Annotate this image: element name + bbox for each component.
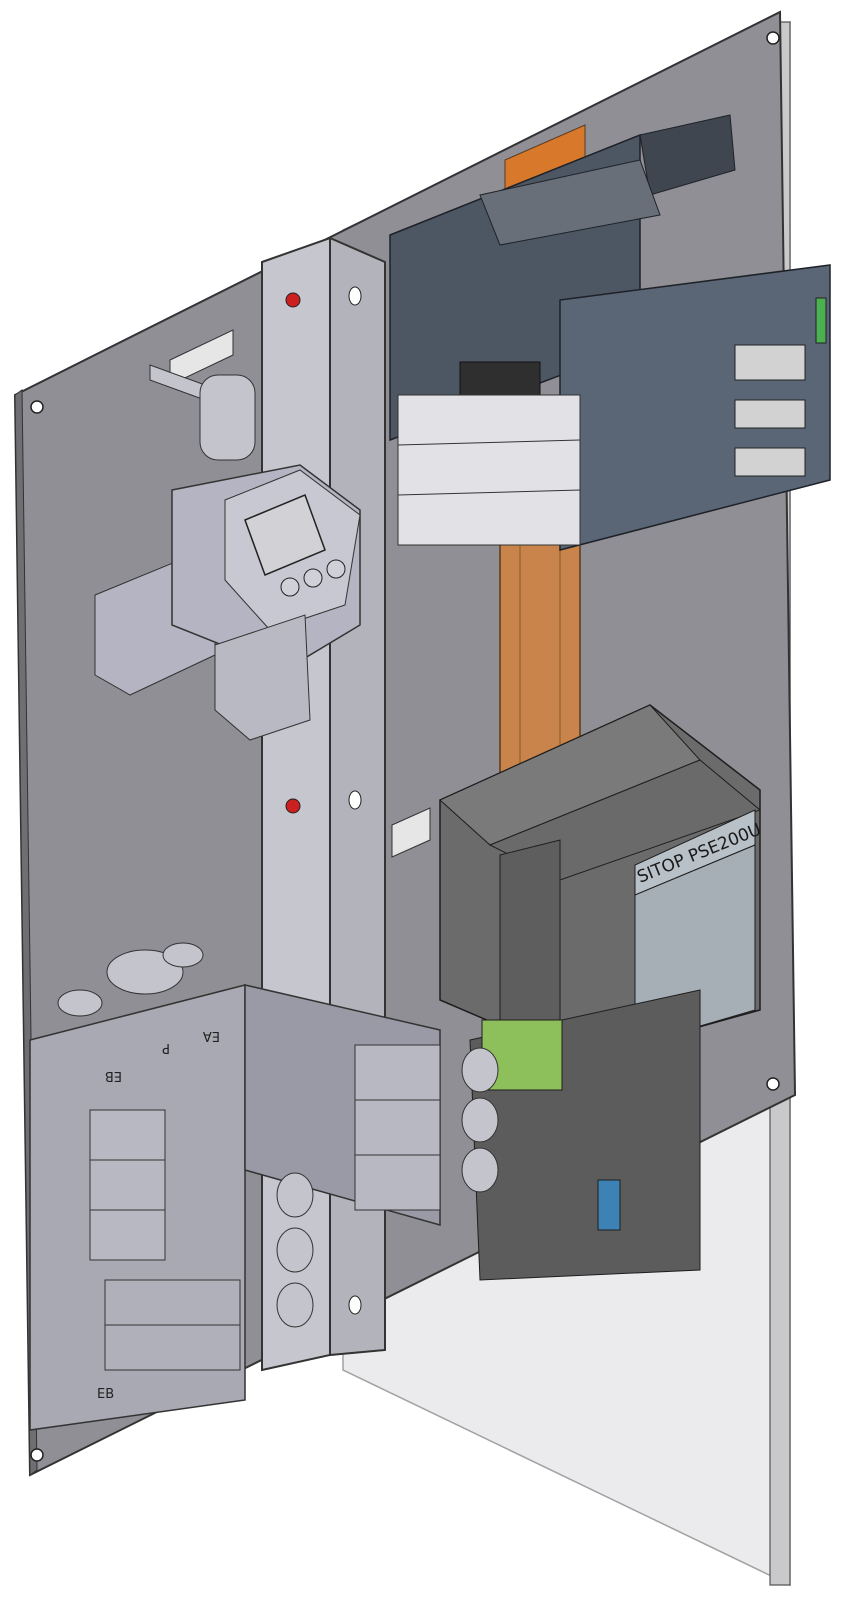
plate-corner-hole-bottom-right	[766, 1077, 780, 1091]
sensor-set-button-icon	[303, 568, 323, 588]
port-fitting	[57, 989, 103, 1017]
terminal-blocks-lower	[469, 989, 701, 1281]
plate-corner-hole-bottom-left	[30, 1448, 44, 1462]
push-in-fitting	[276, 1227, 314, 1273]
port-fitting	[162, 942, 204, 968]
push-in-fitting	[276, 1282, 314, 1328]
push-in-fitting	[461, 1147, 499, 1193]
valve-solenoid	[89, 1109, 166, 1161]
port-fitting-ea	[106, 949, 184, 995]
io-module-stack	[389, 114, 831, 551]
push-in-fitting	[276, 1172, 314, 1218]
valve-solenoid	[89, 1209, 166, 1261]
blue-terminal	[597, 1179, 621, 1231]
valve-port-label-eb: EB	[105, 1068, 122, 1083]
sensor-up-button-icon	[280, 577, 300, 597]
push-in-fitting	[461, 1097, 499, 1143]
plate-corner-hole-top-left	[30, 400, 44, 414]
terminal-block-rows	[397, 394, 581, 546]
module-label-window	[734, 399, 806, 429]
pressure-switch	[94, 364, 361, 741]
psu-front-panel	[634, 844, 756, 1046]
valve-port-label-p: P	[162, 1040, 170, 1055]
rail-hole	[348, 1295, 362, 1315]
valve-manifold: EA P EB EB	[29, 942, 499, 1431]
valve-port-label-ea: EA	[203, 1028, 220, 1043]
elbow-fitting	[199, 374, 256, 461]
sensor-down-button-icon	[326, 559, 346, 579]
plate-slot	[391, 807, 431, 858]
plate-corner-hole-top-right	[766, 31, 780, 45]
valve-bottom-label: EB	[97, 1387, 114, 1402]
rail-hole	[348, 790, 362, 810]
rail-hole-red	[285, 798, 301, 814]
rail-hole	[348, 286, 362, 306]
valve-endplate	[104, 1324, 241, 1371]
valve-solenoid	[354, 1154, 441, 1211]
valve-endplate	[104, 1279, 241, 1326]
module-label-window	[734, 344, 806, 381]
valve-solenoid	[354, 1044, 441, 1101]
module-status-led-strip	[815, 297, 827, 344]
rail-hole-red	[285, 292, 301, 308]
sensor-body-lower	[214, 614, 311, 741]
module-label-window	[734, 447, 806, 477]
valve-solenoid	[89, 1159, 166, 1211]
valve-solenoid	[354, 1099, 441, 1156]
sitop-power-supply: SITOP PSE200U	[439, 704, 764, 1061]
push-in-fitting	[461, 1047, 499, 1093]
sensor-display-screen	[244, 494, 326, 576]
